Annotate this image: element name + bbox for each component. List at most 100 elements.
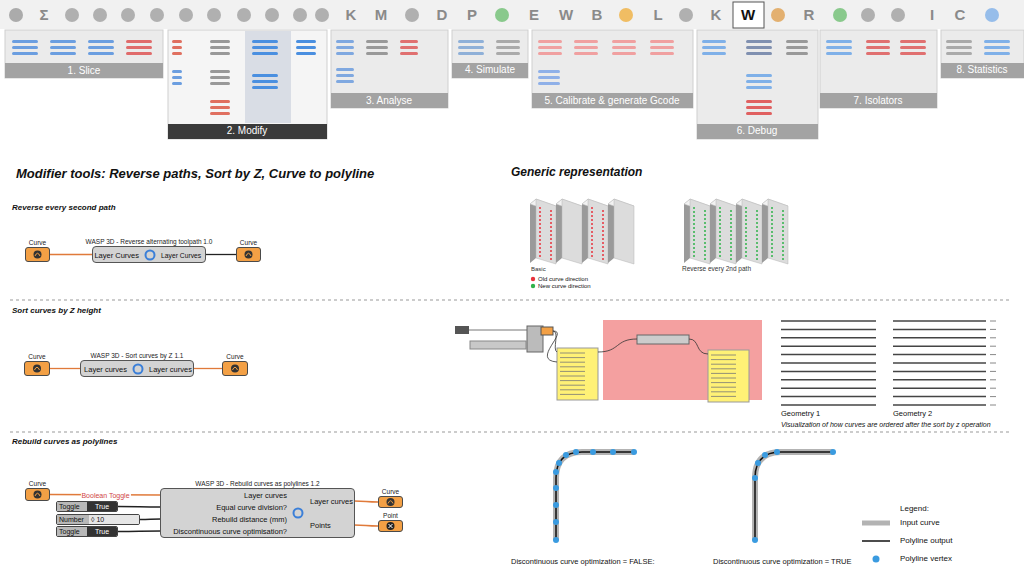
direction-dot	[704, 214, 706, 216]
legend-sample	[862, 541, 890, 542]
direction-dot	[745, 231, 747, 233]
icon-stroke	[866, 40, 890, 43]
ribbon-icon	[126, 40, 152, 55]
sorted-curve	[893, 379, 986, 381]
toolbar-icon	[150, 8, 164, 22]
icon-stroke	[984, 46, 1010, 49]
polyline-vertex	[774, 449, 780, 455]
direction-dot	[782, 234, 784, 236]
icon-stroke	[336, 68, 354, 71]
icon-stroke	[786, 46, 808, 49]
param-icon	[379, 521, 402, 531]
icon-stroke	[900, 52, 926, 55]
order-tick	[990, 321, 996, 322]
sorted-curve	[893, 329, 986, 331]
component-box: Layer curvesEqual curve division?Rebuild…	[160, 488, 355, 538]
direction-dot	[591, 211, 593, 213]
direction-dot	[756, 250, 758, 252]
ribbon-icon	[366, 40, 388, 55]
icon-stroke	[252, 74, 278, 77]
polyline-vertex	[553, 469, 559, 475]
input-port: Discontinuous curve optimisation?	[161, 525, 291, 537]
toolbar-icon	[9, 8, 23, 22]
direction-dot	[602, 214, 604, 216]
ribbon-panel	[5, 30, 163, 78]
direction-dot	[550, 238, 552, 240]
wall-side	[684, 199, 690, 263]
direction-dot	[602, 246, 604, 248]
polyline-vertex	[553, 502, 559, 508]
icon-stroke	[650, 52, 674, 55]
direction-dot	[745, 239, 747, 241]
port-label: Layer Curves	[94, 250, 139, 259]
tab-letter: C	[955, 6, 966, 23]
ribbon-icon	[210, 100, 230, 115]
direction-dot	[602, 222, 604, 224]
param-icon	[237, 248, 260, 261]
annotation: Geometry 2	[893, 410, 932, 419]
ribbon-icon	[702, 40, 726, 55]
direction-dot	[771, 219, 773, 221]
ribbon-icon	[336, 68, 354, 83]
icon-stroke	[946, 46, 972, 49]
direction-dot	[756, 254, 758, 256]
polyline-vertex	[553, 485, 559, 491]
direction-dot	[782, 214, 784, 216]
icon-stroke	[900, 40, 926, 43]
legend-text: Polyline vertex	[900, 554, 952, 563]
icon-curve	[233, 367, 238, 370]
toolbar-icon	[265, 8, 279, 22]
direction-dot	[782, 246, 784, 248]
wall-front	[690, 199, 710, 264]
panel-label: 2. Modify	[227, 125, 268, 137]
toolbar-icon	[179, 8, 193, 22]
order-tick	[990, 329, 996, 330]
direction-dot	[771, 251, 773, 253]
param-icon	[379, 497, 402, 507]
direction-dot	[756, 234, 758, 236]
direction-dot	[782, 258, 784, 260]
direction-dot	[539, 251, 541, 253]
panel-row	[711, 359, 736, 360]
direction-dot	[771, 239, 773, 241]
wall-side	[608, 199, 614, 263]
direction-dot	[539, 207, 541, 209]
icon-stroke	[88, 40, 114, 43]
legend-line	[862, 521, 890, 526]
icon-stroke	[210, 112, 230, 115]
tab-letter: L	[653, 6, 662, 23]
icon-stroke	[538, 76, 560, 79]
parameter-node: Curve	[236, 247, 261, 262]
direction-dot	[539, 219, 541, 221]
sorted-curve	[781, 329, 876, 331]
port-label: Equal curve division?	[216, 503, 287, 512]
direction-dot	[730, 210, 732, 212]
polyline-vertex	[752, 475, 758, 481]
gh-component	[637, 335, 689, 344]
icon-stroke	[786, 52, 808, 55]
panel-label: 6. Debug	[737, 125, 778, 137]
direction-dot	[539, 211, 541, 213]
icon-disc	[33, 365, 41, 373]
direction-dot	[730, 230, 732, 232]
annotation: Sort curves by Z height	[12, 306, 101, 315]
direction-dot	[550, 222, 552, 224]
panel-row	[711, 355, 736, 356]
direction-dot	[745, 247, 747, 249]
direction-dot	[756, 238, 758, 240]
icon-stroke	[826, 52, 852, 55]
ribbon-panel	[697, 30, 818, 139]
icon-cross	[389, 524, 393, 528]
direction-dot	[719, 227, 721, 229]
icon-stroke	[366, 46, 388, 49]
parameter-label: Curve	[29, 239, 46, 247]
direction-dot	[693, 223, 695, 225]
widget-value: True	[87, 502, 117, 511]
parameter-node: Curve	[25, 247, 50, 262]
wall-side	[582, 199, 588, 263]
ribbon-icon	[538, 70, 560, 85]
toolbar-icon	[93, 8, 107, 22]
tab-letter: D	[437, 6, 448, 23]
direction-dot	[719, 215, 721, 217]
wire-label: Boolean Toggle	[80, 490, 130, 499]
